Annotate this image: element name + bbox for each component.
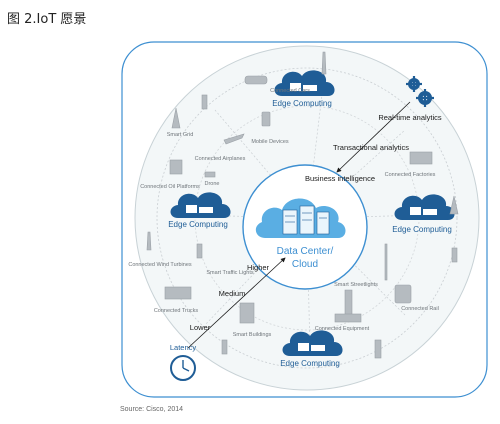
label-medium: Medium [219, 289, 246, 298]
traffic-light-icon [201, 94, 208, 110]
device-label-wind-turbines: Connected Wind Turbines [128, 262, 192, 268]
source-note: Source: Cisco, 2014 [120, 406, 184, 413]
label-business-intelligence: Business intelligence [305, 174, 375, 183]
windmill-left-icon [146, 231, 152, 251]
device-label-rail: Connected Rail [401, 306, 439, 312]
pylon-right-icon [449, 195, 459, 215]
edge-node-right [394, 194, 455, 220]
tower-icon [374, 339, 382, 359]
equipment-icon [334, 313, 362, 323]
edge-node-top [274, 70, 335, 96]
pylon-icon [171, 107, 181, 129]
connection-ring-outer [156, 67, 458, 369]
truck-icon [164, 286, 192, 300]
center-label-line2: Cloud [292, 259, 318, 270]
edge-label-right: Edge Computing [392, 225, 452, 234]
analytics-arrow [336, 101, 411, 173]
oil-platform-icon [169, 159, 183, 175]
traffic-light-2-icon [196, 243, 203, 259]
label-latency: Latency [170, 343, 197, 352]
traffic-light-4-icon [221, 339, 228, 355]
device-labels: Connected Cars Smart Grid Mobile Devices… [128, 88, 438, 338]
device-icons [146, 51, 459, 359]
drone-icon [204, 171, 216, 178]
car-icon [244, 75, 268, 85]
traffic-light-3-icon [451, 247, 458, 263]
device-label-buildings: Smart Buildings [233, 332, 272, 338]
clock-icon [170, 355, 196, 381]
building-icon [239, 302, 255, 324]
label-transactional-analytics: Transactional analytics [333, 143, 409, 152]
edge-node-bottom [282, 330, 343, 356]
center-label-line1: Data Center/ [277, 246, 334, 257]
device-label-trucks: Connected Trucks [154, 308, 199, 314]
device-label-drone: Drone [205, 181, 220, 187]
airplane-icon [223, 133, 245, 145]
streetlight-icon [384, 243, 388, 281]
label-higher: Higher [247, 263, 270, 272]
device-label-cars: Connected Cars [270, 88, 310, 94]
train-icon [394, 284, 412, 304]
edge-label-left: Edge Computing [168, 220, 228, 229]
gears-icon [406, 76, 434, 107]
label-realtime-analytics: Real-time analytics [378, 113, 442, 122]
wind-turbine-icon [321, 51, 327, 75]
device-label-equipment: Connected Equipment [315, 326, 370, 332]
device-label-smart-grid: Smart Grid [167, 132, 194, 138]
latency-arrow [187, 257, 286, 349]
factory-icon [409, 151, 433, 165]
label-lower: Lower [190, 323, 211, 332]
data-center-cloud-icon [255, 198, 346, 238]
device-label-traffic-lights: Smart Traffic Lights [206, 270, 254, 276]
device-label-streetlights: Smart Streetlights [334, 282, 378, 288]
device-label-mobile: Mobile Devices [251, 139, 289, 145]
edge-label-top: Edge Computing [272, 99, 332, 108]
mobile-device-icon [261, 111, 271, 127]
edge-node-left [170, 192, 231, 218]
figure-title: 图 2.IoT 愿景 [7, 12, 87, 27]
device-label-oil-platforms: Connected Oil Platforms [140, 184, 200, 190]
edge-label-bottom: Edge Computing [280, 359, 340, 368]
device-label-airplanes: Connected Airplanes [195, 156, 246, 162]
device-label-factories: Connected Factories [385, 172, 436, 178]
